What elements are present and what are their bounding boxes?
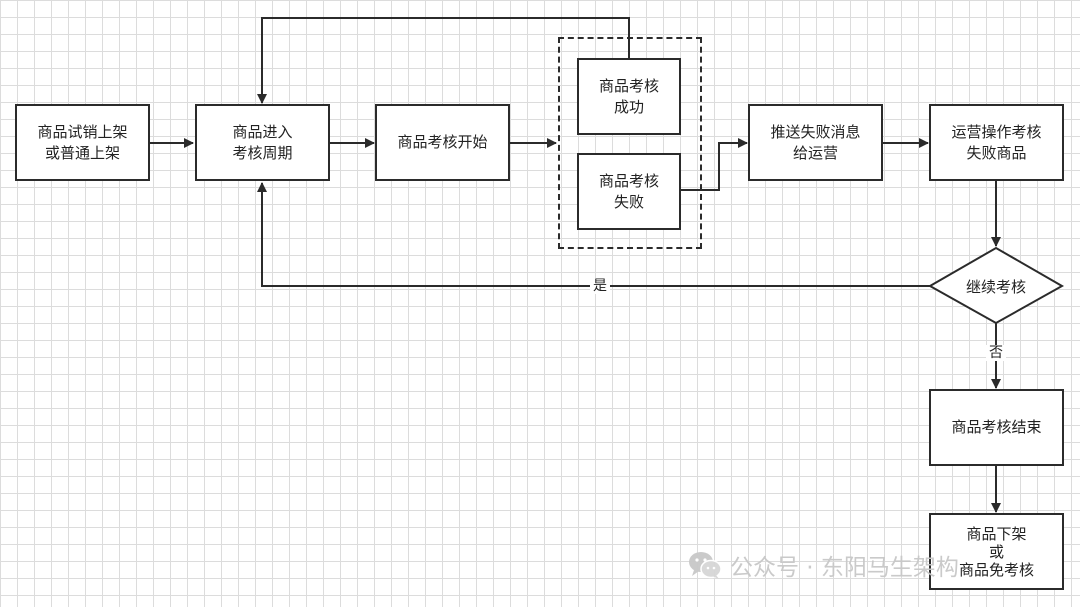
decision-continue-review: 继续考核 [965,278,1026,296]
node-review-end: 商品考核结束 [929,389,1064,466]
node-delist-or-exempt: 商品下架 或 商品免考核 [929,513,1064,590]
node-review-fail: 商品考核 失败 [577,153,681,230]
node-review-start: 商品考核开始 [375,104,510,181]
edge-fail-to-push [680,138,748,191]
watermark: 公众号 · 东阳马生架构 [688,548,959,582]
node-enter-review-cycle: 商品进入 考核周期 [195,104,330,181]
node-review-success: 商品考核 成功 [577,58,681,135]
watermark-text: 公众号 · 东阳马生架构 [730,555,959,581]
node-ops-handle-failed: 运营操作考核 失败商品 [929,104,1064,181]
edge-yes-back-to-cycle [257,182,930,287]
edge-label-no: 否 [986,345,1006,361]
wechat-icon [689,552,722,579]
decision-diamond [927,246,1065,325]
review-result-group [558,37,702,249]
node-push-fail-message: 推送失败消息 给运营 [748,104,883,181]
node-trial-listing: 商品试销上架 或普通上架 [15,104,150,181]
edge-label-yes: 是 [590,278,610,294]
